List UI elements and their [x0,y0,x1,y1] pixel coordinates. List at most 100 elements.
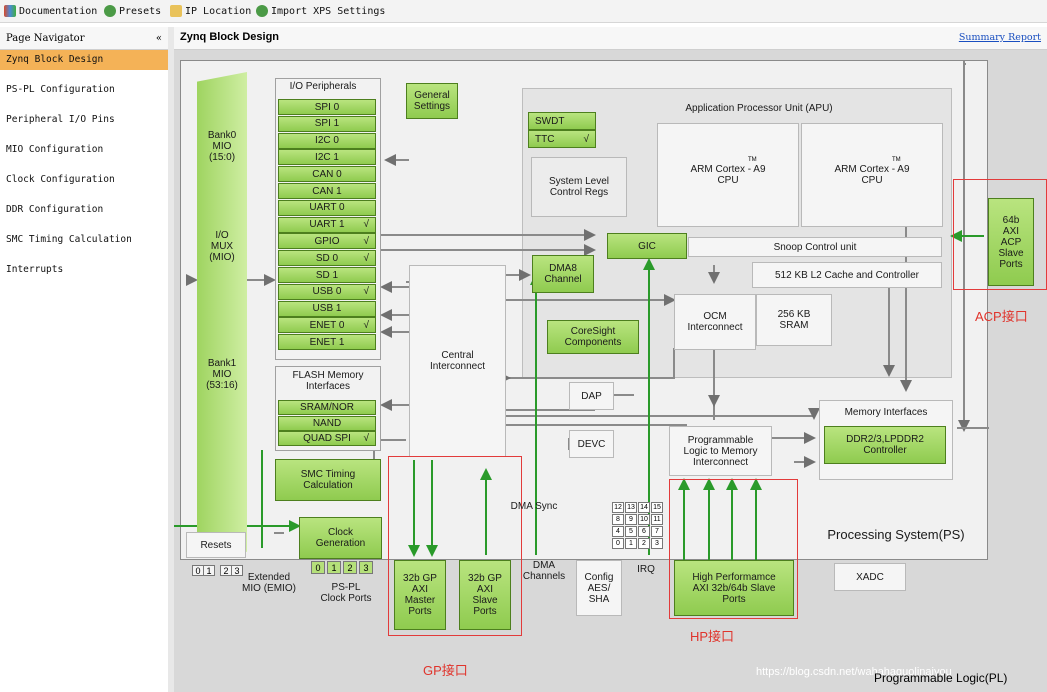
irq-cell-13: 13 [625,502,637,513]
ttc-block[interactable]: TTC√ [528,130,596,148]
smc-timing-block[interactable]: SMC Timing Calculation [275,459,381,501]
clock-generation-block[interactable]: Clock Generation [299,517,382,559]
panel-splitter[interactable] [168,27,174,692]
peripheral-i2c-1-label: I2C 1 [315,151,339,163]
resets-button[interactable]: Resets [186,532,246,558]
peripheral-spi-0[interactable]: SPI 0 [278,99,376,115]
pl-to-memory-interconnect[interactable]: Programmable Logic to Memory Interconnec… [669,426,772,476]
nav-item-ddr-configuration[interactable]: DDR Configuration [6,204,104,215]
irq-cell-4: 4 [612,526,624,537]
peripheral-enet-1-label: ENET 1 [309,336,345,348]
nav-item-clock-configuration[interactable]: Clock Configuration [6,174,115,185]
page-title: Zynq Block Design [180,31,280,43]
coresight-components[interactable]: CoreSight Components [547,320,639,354]
flash-sram-nor[interactable]: SRAM/NOR [278,400,376,415]
system-level-control-regs[interactable]: System Level Control Regs [531,157,627,217]
hp-slave-ports[interactable]: High Performamce AXI 32b/64b Slave Ports [674,560,794,616]
peripheral-usb-0-check: √ [363,286,370,298]
peripheral-uart-0[interactable]: UART 0 [278,199,376,216]
flash-quad-spi[interactable]: QUAD SPI√ [278,431,376,446]
cpu0-tm-mark: TM [748,157,757,163]
peripheral-usb-0[interactable]: USB 0 √ [278,283,376,300]
peripheral-usb-0-label: USB 0 [312,286,342,298]
config-aes-sha[interactable]: Config AES/ SHA [576,560,622,616]
dma-channels-label: DMA Channels [522,560,566,582]
import-xps-button[interactable]: Import XPS Settings [256,3,385,19]
gp-annotation: GP接口 [423,663,468,678]
nav-item-smc-timing[interactable]: SMC Timing Calculation [6,234,132,245]
irq-cell-5: 5 [625,526,637,537]
peripheral-enet-0[interactable]: ENET 0√ [278,317,376,334]
general-settings-block[interactable]: General Settings [406,83,458,119]
irq-label: IRQ [637,564,655,575]
summary-report-link[interactable]: Summary Report [958,32,1041,43]
peripheral-gpio-label: GPIO [314,235,340,247]
io-peripherals-title: I/O Peripherals [289,81,357,92]
l2-cache-controller[interactable]: 512 KB L2 Cache and Controller [752,262,942,288]
acp-slave-ports[interactable]: 64b AXI ACP Slave Ports [988,198,1034,286]
peripheral-sd-1[interactable]: SD 1 [278,267,376,283]
pspl-clock-ports-label: PS-PL Clock Ports [320,582,372,604]
peripheral-can-1[interactable]: CAN 1 [278,183,376,199]
ddr-controller[interactable]: DDR2/3,LPDDR2 Controller [824,426,946,464]
xadc-block[interactable]: XADC [834,563,906,591]
peripheral-usb-1[interactable]: USB 1 [278,300,376,317]
irq-cell-9: 9 [625,514,637,525]
arm-cpu-0[interactable]: ARM Cortex - A9 CPU [657,123,799,227]
book-icon [4,5,16,17]
arm-cpu-1[interactable]: ARM Cortex - A9 CPU [801,123,943,227]
navigator-title: Page Navigator [6,32,85,44]
gic-block[interactable]: GIC [607,233,687,259]
peripheral-uart-1[interactable]: UART 1√ [278,216,376,233]
io-mux-label: I/O MUX (MIO) [209,230,235,263]
peripheral-i2c-0[interactable]: I2C 0 [278,132,376,149]
processing-system-label: Processing System(PS) [827,527,965,542]
irq-cell-10: 10 [638,514,650,525]
swdt-block[interactable]: SWDT [528,112,596,130]
documentation-label: Documentation [19,5,98,17]
navigator-header: Page Navigator « [0,27,168,50]
dma8-channel[interactable]: DMA8 Channel [532,255,594,293]
nav-item-ps-pl-configuration[interactable]: PS-PL Configuration [6,84,115,95]
flash-quad-spi-label: QUAD SPI [303,433,351,444]
ip-location-button[interactable]: IP Location [170,3,251,19]
peripheral-can-0-label: CAN 0 [312,168,342,180]
sram-256kb[interactable]: 256 KB SRAM [756,294,832,346]
nav-item-zynq-block-design[interactable]: Zynq Block Design [0,50,168,70]
snoop-control-unit[interactable]: Snoop Control unit [688,237,942,257]
io-mux-block[interactable] [197,72,247,552]
gp-master-ports[interactable]: 32b GP AXI Master Ports [394,560,446,630]
peripheral-can-0[interactable]: CAN 0 [278,166,376,183]
presets-button[interactable]: Presets [104,3,161,19]
gp-highlight [388,456,522,636]
devc-block[interactable]: DEVC [569,430,614,458]
nav-item-interrupts[interactable]: Interrupts [6,264,64,275]
peripheral-spi-0-label: SPI 0 [314,101,340,113]
peripheral-enet-1[interactable]: ENET 1 [278,334,376,351]
dap-block[interactable]: DAP [569,382,614,410]
acp-highlight [953,179,1047,290]
emio-1: 1 [203,565,215,576]
bank0-label: Bank0 MIO (15:0) [207,130,237,163]
flash-nand[interactable]: NAND [278,415,376,431]
nav-item-mio-configuration[interactable]: MIO Configuration [6,144,104,155]
apu-title: Application Processor Unit (APU) [685,103,833,114]
peripheral-spi-1[interactable]: SPI 1 [278,115,376,132]
gear-icon [256,5,268,17]
collapse-icon[interactable]: « [155,32,162,44]
nav-item-peripheral-io-pins[interactable]: Peripheral I/O Pins [6,114,115,125]
gear-icon [104,5,116,17]
ocm-interconnect[interactable]: OCM Interconnect [674,294,756,350]
gp-slave-ports[interactable]: 32b GP AXI Slave Ports [459,560,511,630]
extended-mio-label: Extended MIO (EMIO) [242,572,296,594]
irq-cell-11: 11 [651,514,663,525]
central-interconnect[interactable]: Central Interconnect [409,265,506,457]
peripheral-sd-0[interactable]: SD 0√ [278,250,376,267]
peripheral-gpio[interactable]: GPIO√ [278,233,376,250]
peripheral-i2c-1[interactable]: I2C 1 [278,149,376,166]
clock-port-1: 1 [327,561,341,574]
peripheral-uart-1-check: √ [363,219,370,231]
documentation-button[interactable]: Documentation [4,3,97,19]
peripheral-i2c-0-label: I2C 0 [315,135,339,147]
watermark-text: https://blog.csdn.net/wahahaguolinaiyou [756,666,952,678]
